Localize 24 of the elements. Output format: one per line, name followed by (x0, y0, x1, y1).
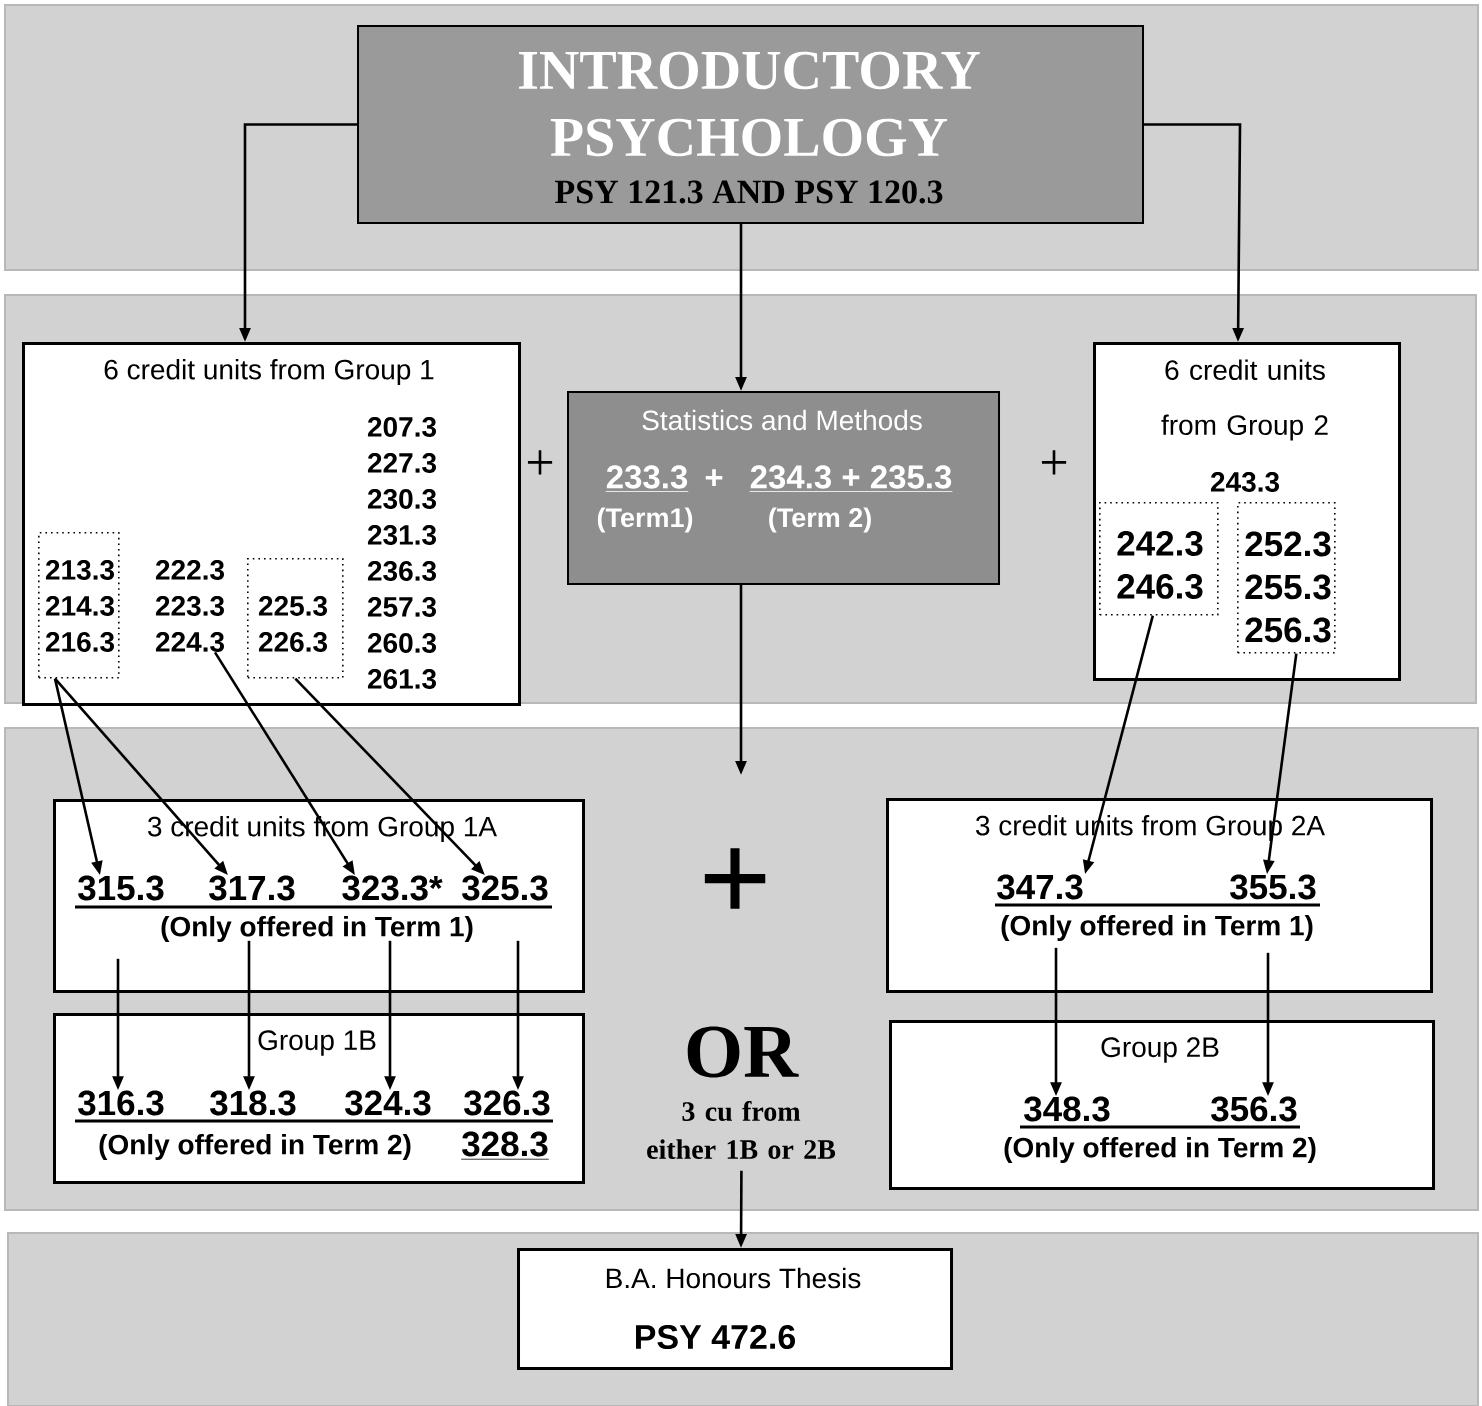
course-number: 328.3 (460, 1131, 550, 1160)
dotted-group-box: 225.3 226.3 (247, 558, 344, 679)
course-number: 324.3 (345, 1090, 431, 1116)
statistics-box: Statistics and Methods 233.3 + 234.3 + 235.3 (Term1) (Term 2) (567, 391, 1000, 585)
course-number: 325.3 (462, 875, 548, 901)
course-number: 318.3 (210, 1090, 296, 1116)
course-numbers: 222.3 223.3 224.3 (155, 560, 224, 652)
course-number: 347.3 (997, 874, 1083, 900)
course-number: 316.3 (78, 1090, 164, 1116)
course-number: 356.3 (1211, 1096, 1297, 1122)
course-number: 348.3 (1024, 1096, 1110, 1122)
course-number: 323.3* (342, 875, 443, 901)
title-box: INTRODUCTORY PSYCHOLOGY PSY 121.3 AND PSY 120.3 (357, 25, 1144, 224)
thesis-box: B.A. Honours Thesis PSY 472.6 (517, 1248, 953, 1370)
course-number: 315.3 (78, 875, 164, 901)
dotted-group-box: 213.3 214.3 216.3 (38, 532, 120, 679)
plus-sign: + (704, 848, 766, 909)
course-number: 355.3 (1230, 874, 1316, 900)
plus-sign: + (1041, 450, 1067, 475)
dotted-group-box: 252.3 255.3 256.3 (1237, 502, 1336, 654)
course-number: 326.3 (464, 1090, 550, 1116)
or-note: OR 3 cu from either 1B or 2B (647, 1026, 836, 1159)
course-number: 317.3 (209, 875, 295, 901)
dotted-group-box: 242.3 246.3 (1099, 502, 1219, 616)
